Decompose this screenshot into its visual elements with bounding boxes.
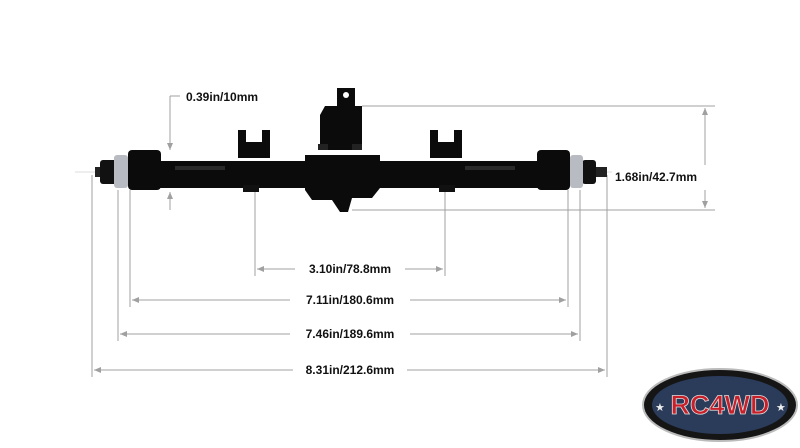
knuckle-width-label: 7.11in/180.6mm	[302, 293, 398, 307]
flange-height-label: 0.39in/10mm	[183, 90, 262, 104]
svg-text:★: ★	[776, 401, 786, 414]
axle-housing	[95, 88, 607, 212]
left-nut	[114, 155, 128, 188]
logo-text: RC4WD	[671, 390, 770, 420]
dimension-lines	[75, 95, 715, 377]
dimension-arrows	[94, 108, 708, 373]
overall-height-label: 1.68in/42.7mm	[612, 170, 701, 184]
right-nut	[570, 155, 583, 188]
overall-width-label: 8.31in/212.6mm	[302, 363, 398, 377]
svg-text:★: ★	[655, 401, 665, 414]
link-mount-spacing-label: 3.10in/78.8mm	[305, 262, 395, 276]
rc4wd-logo: RC4WD ★ ★	[642, 368, 798, 442]
hub-width-label: 7.46in/189.6mm	[302, 327, 398, 341]
